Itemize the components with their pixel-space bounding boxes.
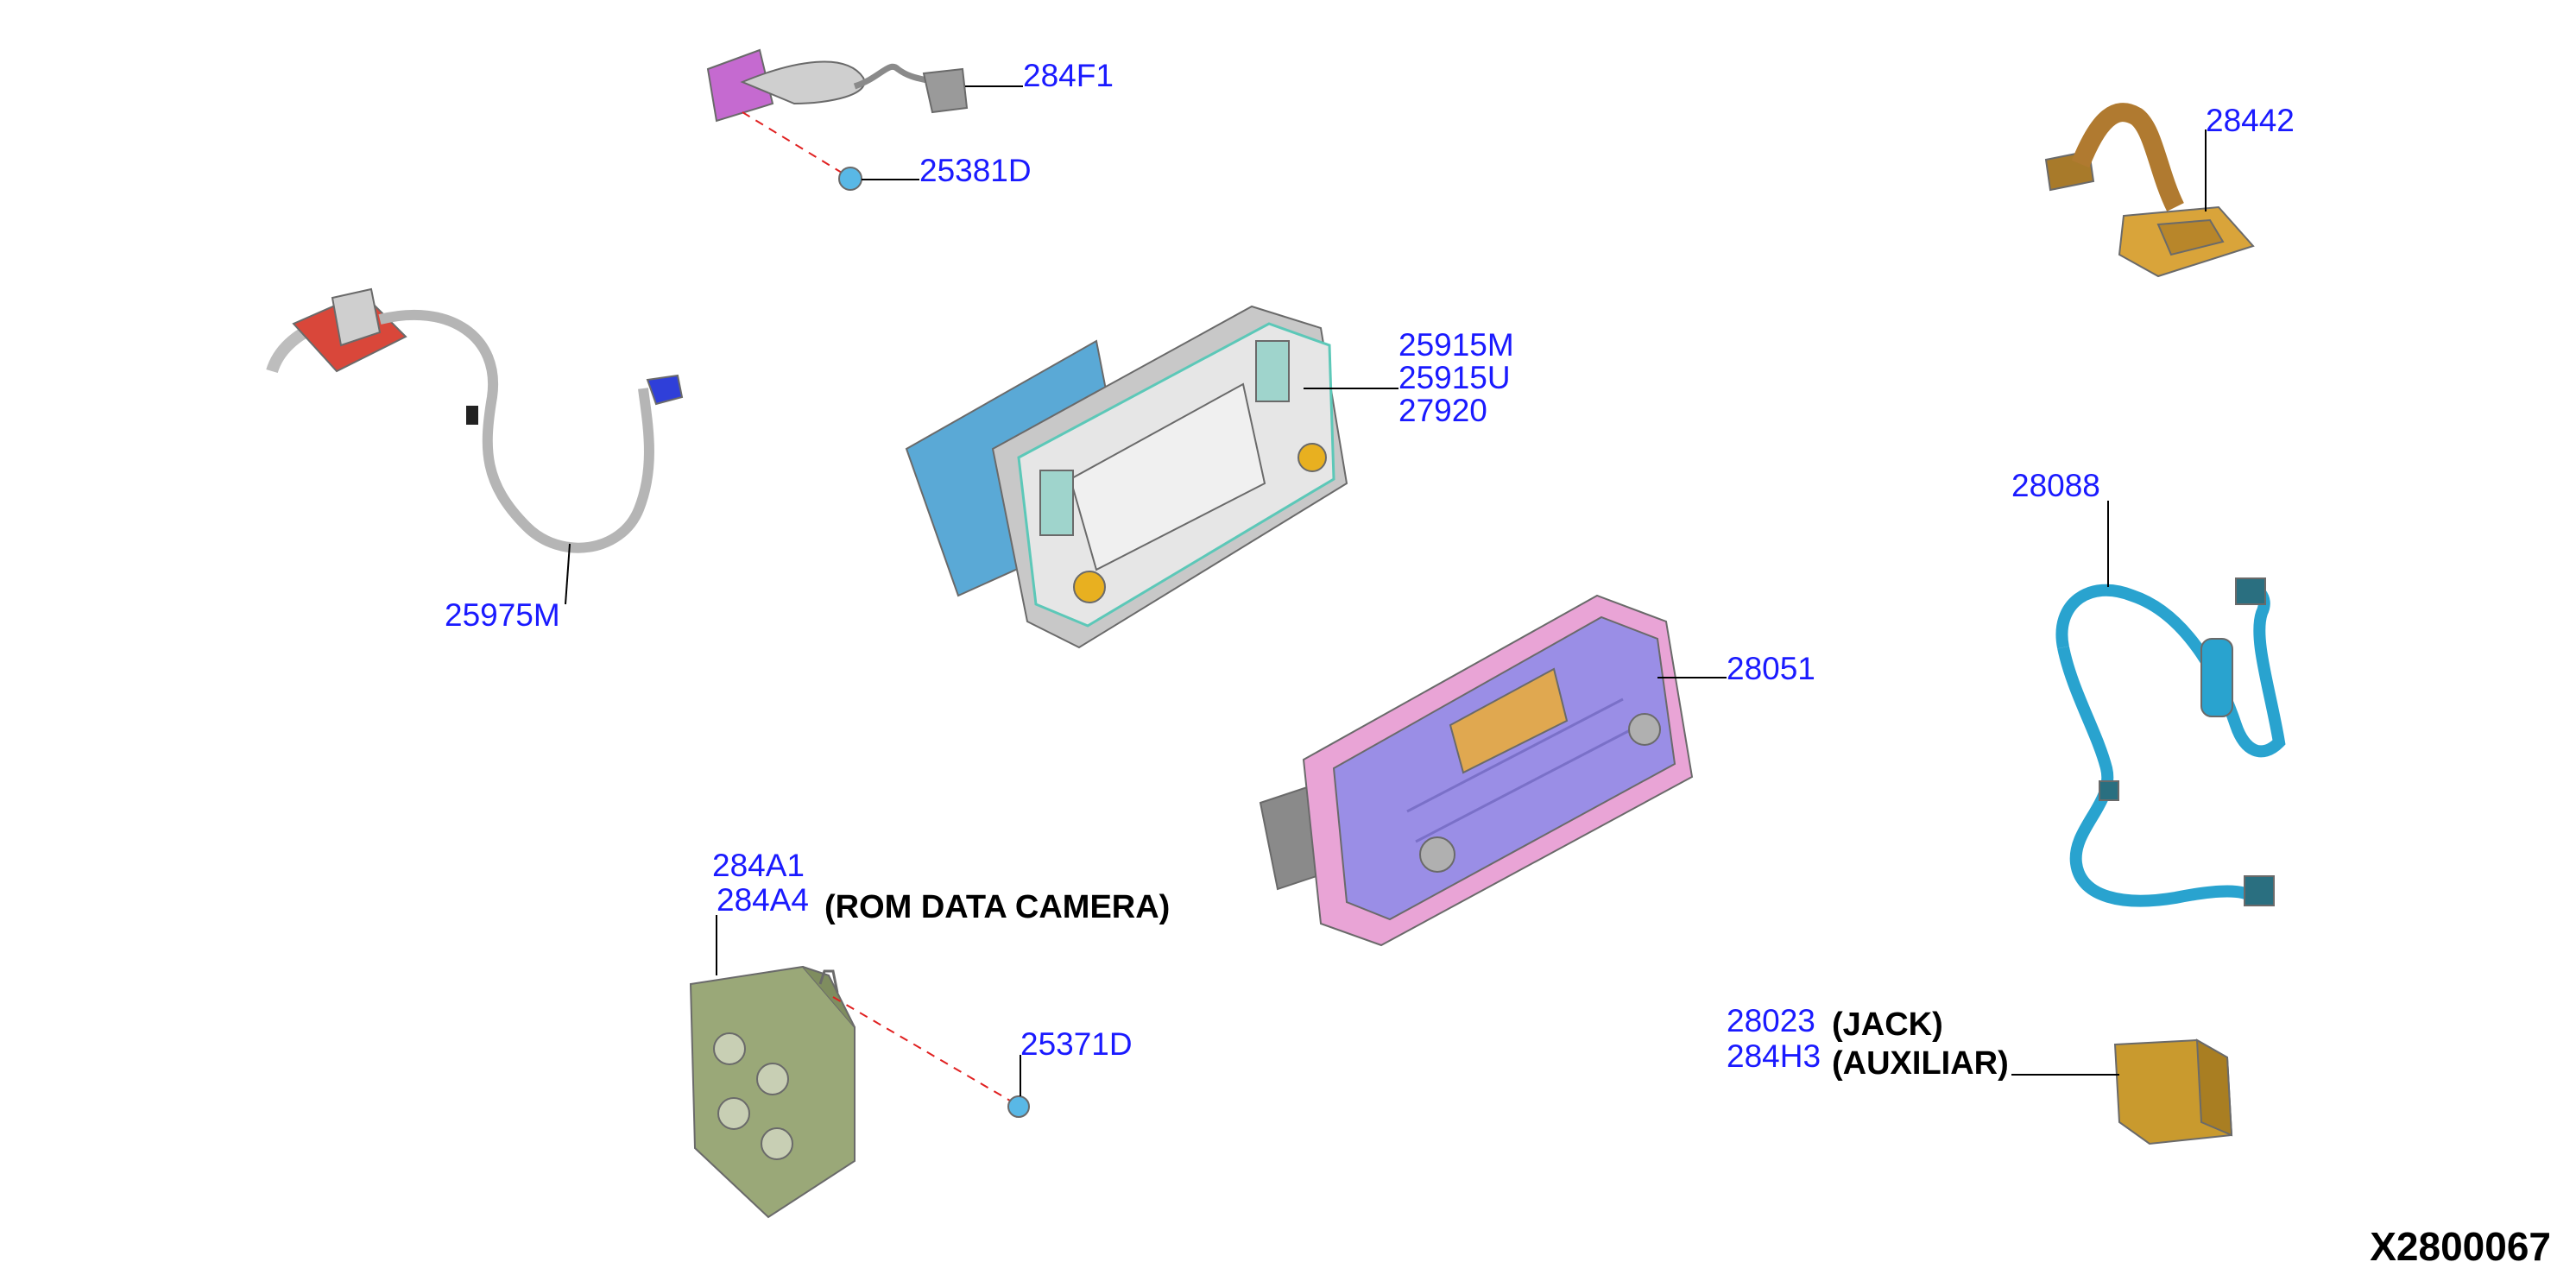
camera-module-illustration [689, 965, 856, 1219]
jack-note: (JACK) [1832, 1006, 1943, 1043]
callout-28023: 28023 [1727, 1003, 1815, 1038]
callout-284A4: 284A4 [717, 882, 809, 918]
aux-note: (AUXILIAR) [1832, 1045, 2009, 1082]
aux-jack-illustration [2113, 1038, 2233, 1145]
harness-284F1-illustration [706, 48, 969, 123]
diagram-id: X2800067 [2370, 1224, 2551, 1269]
radio-28051-illustration [1259, 594, 1694, 947]
callout-284H3: 284H3 [1727, 1038, 1821, 1074]
camera-note: (ROM DATA CAMERA) [824, 889, 1170, 925]
harness-28088-illustration [2055, 577, 2286, 907]
callout-25381D: 25381D [919, 153, 1032, 188]
callout-25915U: 25915U [1398, 360, 1511, 395]
cable-25975M-illustration [266, 287, 684, 553]
callout-28051: 28051 [1727, 651, 1815, 686]
antenna-28442-illustration [2044, 103, 2255, 278]
callout-25975M: 25975M [445, 597, 560, 633]
callout-27920: 27920 [1398, 393, 1487, 428]
callout-25371D: 25371D [1020, 1026, 1133, 1062]
screw-25371D-illustration [1007, 1095, 1030, 1118]
callout-28088: 28088 [2011, 468, 2100, 503]
callout-28442: 28442 [2206, 103, 2295, 138]
callout-284F1: 284F1 [1023, 58, 1114, 93]
display-unit-illustration [905, 305, 1348, 649]
callout-25915M: 25915M [1398, 327, 1514, 363]
screw-25381D-illustration [838, 167, 862, 191]
callout-284A1: 284A1 [712, 848, 805, 883]
